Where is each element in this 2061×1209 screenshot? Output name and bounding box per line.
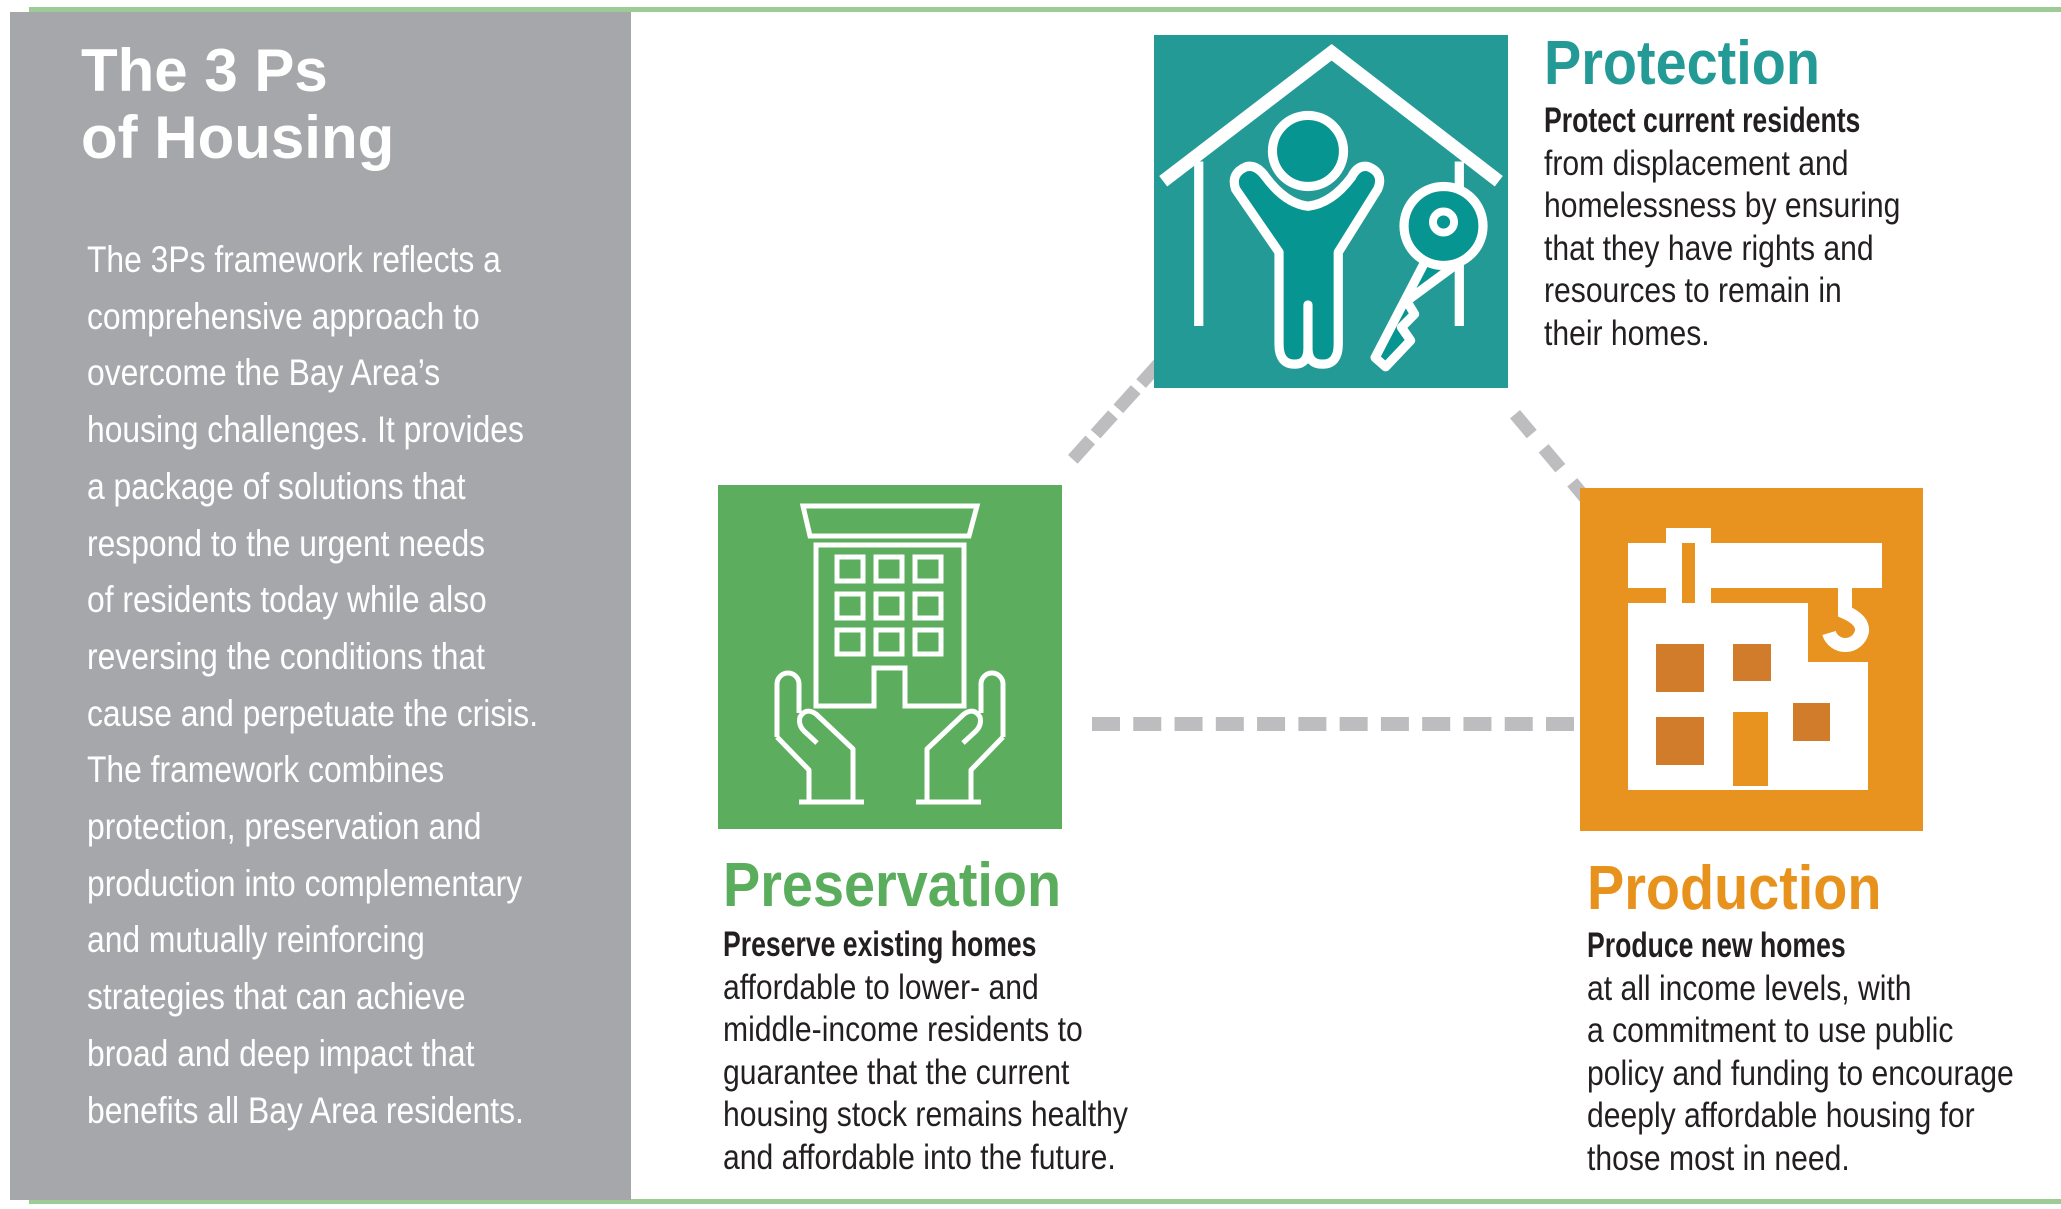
intro-line: cause and perpetuate the crisis. — [87, 692, 539, 734]
protection-line: from displacement and — [1544, 143, 1849, 183]
title-line: of Housing — [81, 104, 395, 171]
intro-line: benefits all Bay Area residents. — [87, 1089, 524, 1131]
preservation-description: Preserve existing homes affordable to lo… — [723, 924, 1194, 1179]
connector-preservation-protection — [1068, 359, 1164, 464]
top-rule — [29, 7, 2061, 12]
production-line: policy and funding to encourage — [1587, 1053, 2014, 1093]
preservation-line: guarantee that the current — [723, 1052, 1070, 1092]
intro-line: comprehensive approach to — [87, 295, 480, 337]
production-line: those most in need. — [1587, 1138, 1850, 1178]
intro-line: The 3Ps framework reflects a — [87, 239, 501, 280]
connector-preservation-production — [1092, 717, 1574, 731]
preservation-line: affordable to lower- and — [723, 967, 1039, 1007]
protection-description: Protect current residents from displacem… — [1544, 100, 1960, 355]
intro-line: a package of solutions that — [87, 465, 466, 507]
production-description: Produce new homes at all income levels, … — [1587, 925, 2061, 1180]
page-title: The 3 Ps of Housing — [81, 37, 394, 171]
preservation-line: and affordable into the future. — [723, 1137, 1116, 1177]
protection-line: their homes. — [1544, 313, 1710, 353]
production-line: at all income levels, with — [1587, 968, 1912, 1008]
intro-line: protection, preservation and — [87, 806, 482, 848]
intro-panel — [10, 12, 631, 1200]
intro-line: The framework combines — [87, 749, 445, 791]
protection-lead: Protect current residents — [1544, 101, 1861, 140]
intro-line: reversing the conditions that — [87, 635, 485, 677]
production-title: Production — [1587, 854, 1882, 923]
hands-building-icon — [718, 485, 1062, 829]
intro-line: of residents today while also — [87, 579, 487, 621]
intro-line: overcome the Bay Area’s — [87, 352, 441, 394]
house-person-key-icon — [1154, 35, 1508, 388]
production-lead: Produce new homes — [1587, 926, 1846, 965]
preservation-lead: Preserve existing homes — [723, 925, 1037, 964]
intro-text: The 3Ps framework reflects a comprehensi… — [87, 232, 612, 1139]
preservation-line: housing stock remains healthy — [723, 1095, 1128, 1134]
bottom-rule — [29, 1199, 2061, 1204]
production-line: deeply affordable housing for — [1587, 1096, 1975, 1135]
intro-line: and mutually reinforcing — [87, 919, 425, 961]
intro-line: production into complementary — [87, 862, 523, 904]
protection-title: Protection — [1544, 29, 1820, 98]
intro-line: broad and deep impact that — [87, 1032, 475, 1074]
protection-line: resources to remain in — [1544, 271, 1842, 310]
production-line: a commitment to use public — [1587, 1011, 1954, 1050]
intro-line: respond to the urgent needs — [87, 522, 486, 564]
preservation-title: Preservation — [723, 851, 1062, 920]
preservation-line: middle-income residents to — [723, 1010, 1083, 1049]
title-line: The 3 Ps — [81, 37, 328, 104]
protection-line: that they have rights and — [1544, 228, 1874, 268]
crane-building-icon — [1580, 488, 1923, 831]
protection-line: homelessness by ensuring — [1544, 186, 1901, 225]
intro-line: strategies that can achieve — [87, 976, 466, 1018]
intro-line: housing challenges. It provides — [87, 409, 524, 451]
